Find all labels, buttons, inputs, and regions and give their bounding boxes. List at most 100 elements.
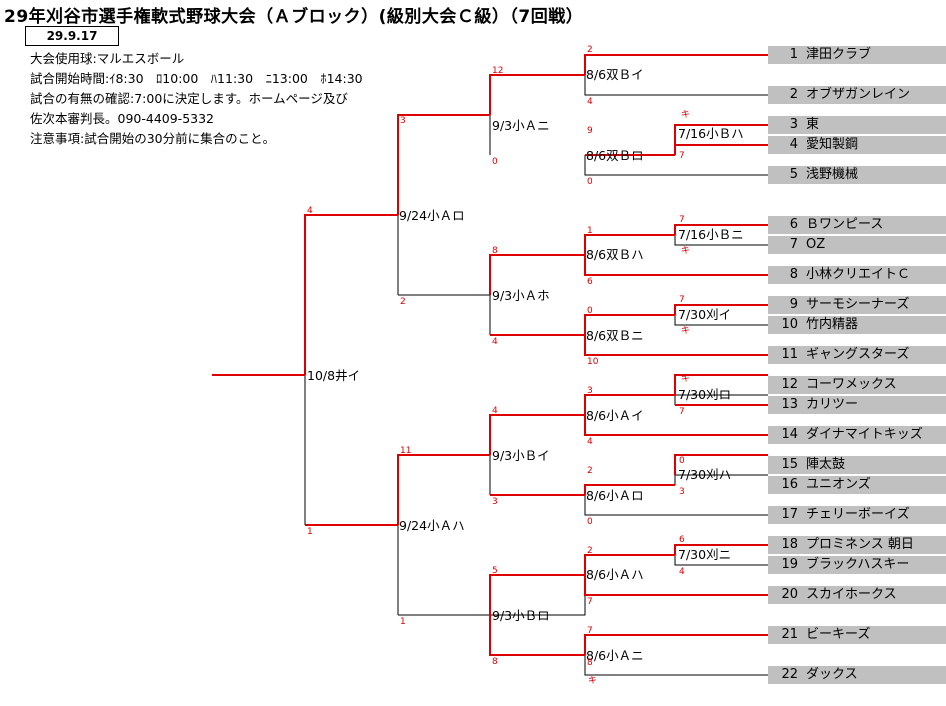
bracket-red-lines — [212, 54, 768, 656]
score: 0 — [679, 456, 685, 466]
score: 7 — [679, 151, 685, 161]
team-number: 10 — [781, 317, 798, 332]
score: 1 — [307, 527, 313, 537]
team-number: 7 — [789, 237, 798, 252]
game-label: 7/30刈ハ — [678, 467, 732, 482]
team-name: オブザガンレイン — [806, 87, 911, 102]
team-4: 4 愛知製鋼 — [768, 136, 946, 154]
info-start-times: 試合開始時間:ｲ8:30 ﾛ10:00 ﾊ11:30 ﾆ13:00 ﾎ14:30 — [30, 71, 363, 86]
score: 7 — [679, 295, 685, 305]
score: 4 — [587, 437, 593, 447]
score: 5 — [492, 566, 498, 576]
game-label: 7/16小Ｂハ — [678, 126, 744, 141]
team-number: 19 — [781, 557, 798, 572]
team-number: 13 — [781, 397, 798, 412]
score: 4 — [492, 406, 498, 416]
team-name: カリツー — [806, 397, 859, 412]
game-label: 9/3小Ａホ — [492, 288, 550, 303]
game-label: 7/30刈ニ — [678, 547, 732, 562]
info-umpire: 佐次本審判長。090-4409-5332 — [30, 111, 215, 126]
score: 7 — [587, 626, 593, 636]
team-name: ダックス — [806, 667, 858, 682]
game-label: 9/24小Ａハ — [399, 518, 465, 533]
score: 4 — [307, 206, 313, 216]
score: 0 — [587, 306, 593, 316]
score: 7 — [679, 407, 685, 417]
score: 11 — [400, 446, 412, 456]
info-confirmation: 試合の有無の確認:7:00に決定します。ホームページ及び — [30, 91, 348, 106]
team-number: 5 — [789, 167, 798, 182]
game-label: 7/30刈イ — [678, 307, 732, 322]
team-number: 14 — [781, 427, 798, 442]
team-number: 4 — [789, 137, 798, 152]
team-name: ブラックハスキー — [806, 557, 910, 572]
score: キ — [681, 246, 691, 256]
game-label: 9/3小Ａニ — [492, 118, 550, 133]
game-label: 9/3小Ｂイ — [492, 448, 550, 463]
team-number: 12 — [781, 377, 798, 392]
team-name: ダイナマイトキッズ — [806, 427, 923, 442]
team-number: 9 — [789, 297, 798, 312]
team-name: 小林クリエイトＣ — [806, 267, 911, 282]
game-label: 8/6小Ａロ — [586, 488, 644, 503]
team-5: 5 浅野機械 — [768, 166, 946, 184]
bracket-black-lines — [304, 75, 768, 676]
team-name: 浅野機械 — [806, 167, 859, 182]
team-number: 1 — [789, 47, 798, 62]
score: 1 — [400, 617, 406, 627]
info-ball: 大会使用球:マルエスボール — [30, 51, 185, 66]
game-label: 8/6小Ａニ — [586, 648, 644, 663]
score: 8 — [492, 246, 498, 256]
score: 4 — [587, 97, 593, 107]
team-number: 3 — [789, 117, 798, 132]
game-label-final: 10/8井イ — [307, 368, 361, 383]
team-14: 14 ダイナマイトキッズ — [768, 426, 946, 444]
score: 7 — [587, 597, 593, 607]
team-1: 1 津田クラブ — [768, 46, 946, 64]
team-number: 2 — [789, 87, 798, 102]
team-number: 18 — [781, 537, 798, 552]
score: 9 — [587, 126, 593, 136]
team-number: 20 — [781, 587, 798, 602]
game-label: 9/24小Ａロ — [399, 208, 465, 223]
team-name: ギャングスターズ — [806, 347, 910, 362]
game-label: 8/6双Ｂロ — [586, 148, 644, 163]
score: 0 — [587, 517, 593, 527]
team-name: 陣太鼓 — [806, 457, 846, 472]
team-name: 愛知製鋼 — [806, 137, 859, 152]
game-label: 8/6双Ｂイ — [586, 67, 644, 82]
score: 2 — [587, 546, 593, 556]
score: 3 — [492, 497, 498, 507]
team-name: サーモシーナーズ — [806, 297, 910, 312]
team-name: 津田クラブ — [806, 47, 872, 62]
score: キ — [588, 676, 598, 686]
page-title: 29年刈谷市選手権軟式野球大会（Ａブロック）(級別大会Ｃ級）（7回戦） — [4, 7, 584, 27]
team-2: 2 オブザガンレイン — [768, 86, 946, 104]
team-number: 21 — [781, 627, 798, 642]
score: 2 — [587, 466, 593, 476]
game-label: 7/30刈ロ — [678, 387, 732, 402]
team-9: 9 サーモシーナーズ — [768, 296, 946, 314]
info-notice: 注意事項:試合開始の30分前に集合のこと。 — [30, 131, 276, 146]
team-name: ユニオンズ — [806, 477, 871, 492]
team-number: 22 — [781, 667, 798, 682]
game-label: 7/16小Ｂニ — [678, 227, 744, 242]
team-19: 19 ブラックハスキー — [768, 556, 946, 574]
score: 3 — [679, 487, 685, 497]
team-name: 東 — [806, 117, 820, 132]
score: 8 — [587, 658, 593, 668]
score: 1 — [587, 226, 593, 236]
score: 2 — [587, 45, 593, 55]
score: 6 — [587, 277, 593, 287]
team-name: OZ — [806, 237, 826, 252]
score: キ — [681, 326, 691, 336]
